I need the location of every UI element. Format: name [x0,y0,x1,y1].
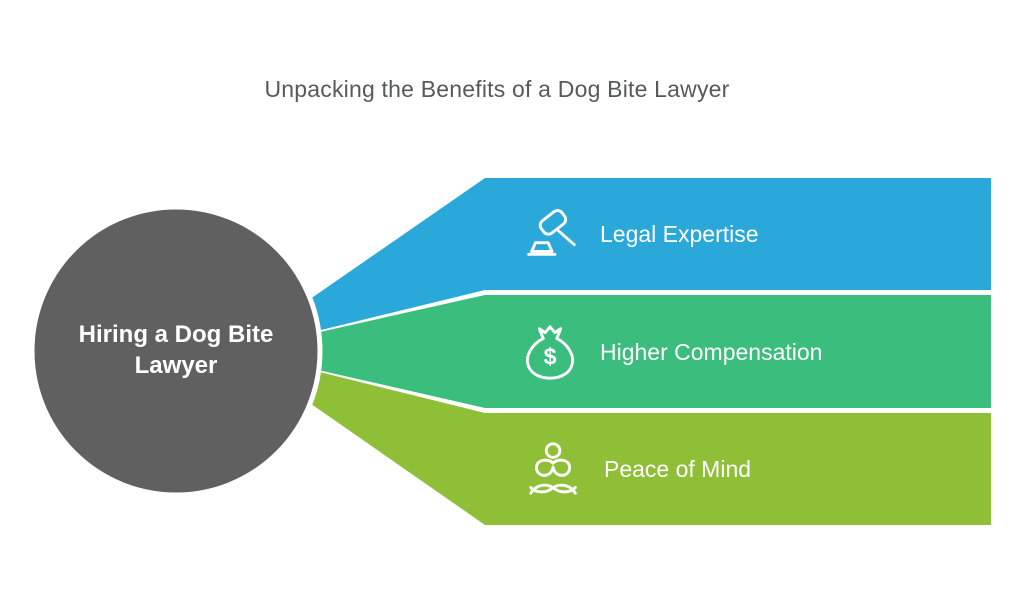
benefit-label-peace-of-mind: Peace of Mind [604,455,752,482]
benefit-row-peace-of-mind: Peace of Mind [524,437,751,501]
band-higher-compensation [235,295,991,408]
benefit-label-legal-expertise: Legal Expertise [600,220,759,247]
band-legal-expertise [235,178,991,351]
center-circle [29,204,323,498]
benefit-row-higher-compensation: $ Higher Compensation [520,320,822,384]
band-peace-of-mind [235,351,991,525]
benefit-label-higher-compensation: Higher Compensation [600,338,823,365]
dollar-glyph: $ [544,344,557,370]
benefit-row-legal-expertise: Legal Expertise [520,202,759,266]
infographic-title: Unpacking the Benefits of a Dog Bite Law… [264,76,730,102]
gavel-icon [527,209,576,256]
money-bag-icon: $ [525,325,575,380]
center-circle-label: Hiring a Dog Bite Lawyer [78,321,274,379]
meditation-icon [529,442,577,495]
